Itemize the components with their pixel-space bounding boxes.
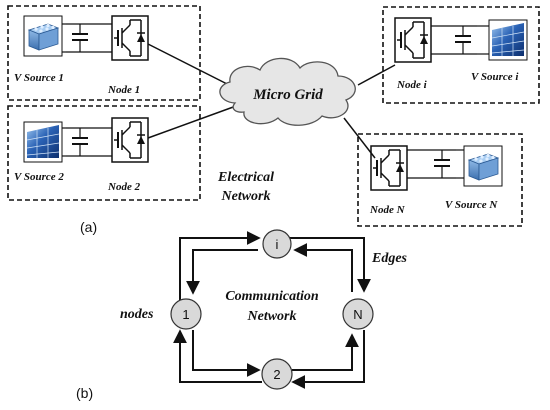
edge-i-n-outer	[286, 237, 371, 293]
edge-n-2-outer	[291, 330, 365, 389]
node-n-box	[357, 133, 523, 227]
graph-node-label: N	[353, 307, 362, 322]
edge-2-1-outer	[173, 329, 262, 383]
capacitor-icon	[448, 25, 478, 55]
node-label: Node 1	[107, 84, 140, 96]
edge-1-2-inner	[192, 330, 261, 377]
part-a-label: (a)	[80, 219, 97, 235]
edges-label: Edges	[371, 251, 408, 266]
converter-icon	[111, 117, 149, 163]
node-1-box	[7, 5, 201, 101]
graph-node-i: i	[262, 229, 292, 259]
node-1-group: V Source 1 Node 1	[7, 5, 201, 101]
node-2-group: V Source 2 Node 2	[7, 105, 201, 201]
converter-icon	[111, 15, 149, 61]
link-node-i	[357, 64, 396, 86]
edge-1-i-outer	[179, 231, 261, 300]
node-label: Node i	[396, 79, 428, 91]
node-i-box	[382, 6, 540, 104]
node-label: Node N	[369, 204, 406, 216]
solar-panel-icon	[488, 19, 528, 61]
capacitor-icon	[65, 23, 95, 53]
communication-graph	[173, 231, 371, 389]
electrical-network-label-2: Network	[221, 189, 271, 204]
graph-node-label: 2	[273, 367, 280, 382]
graph-node-1: 1	[170, 298, 202, 330]
graph-node-label: i	[276, 237, 279, 252]
communication-network-label-1: Communication	[225, 289, 319, 304]
electrical-network-label-1: Electrical	[217, 170, 274, 185]
battery-icon	[23, 15, 63, 57]
link-node-n	[343, 117, 376, 159]
edge-n-i-inner	[293, 243, 353, 292]
battery-icon	[463, 145, 503, 187]
graph-node-label: 1	[182, 307, 189, 322]
edge-2-n-inner	[292, 333, 359, 371]
cloud-label: Micro Grid	[252, 87, 323, 103]
nodes-label: nodes	[120, 307, 154, 322]
communication-network-label-2: Network	[247, 309, 297, 324]
part-b-label: (b)	[76, 385, 93, 401]
source-label: V Source 1	[14, 72, 64, 84]
node-label: Node 2	[107, 181, 141, 193]
source-label: V Source 2	[14, 171, 64, 183]
source-label: V Source i	[471, 71, 519, 83]
node-i-group: Node i V Source i	[382, 6, 540, 104]
link-node-1	[147, 43, 236, 89]
microgrid-cloud: Micro Grid	[219, 57, 356, 126]
source-label: V Source N	[445, 199, 498, 211]
converter-icon	[370, 145, 408, 191]
capacitor-icon	[65, 127, 95, 157]
capacitor-icon	[427, 149, 457, 179]
graph-node-n: N	[342, 298, 374, 330]
solar-panel-icon	[23, 121, 63, 163]
node-2-box	[7, 105, 201, 201]
converter-icon	[394, 17, 432, 63]
edge-i-1-inner	[186, 249, 258, 295]
graph-node-2: 2	[261, 358, 293, 390]
node-n-group: Node N V Source N	[357, 133, 523, 227]
link-node-2	[147, 105, 237, 139]
